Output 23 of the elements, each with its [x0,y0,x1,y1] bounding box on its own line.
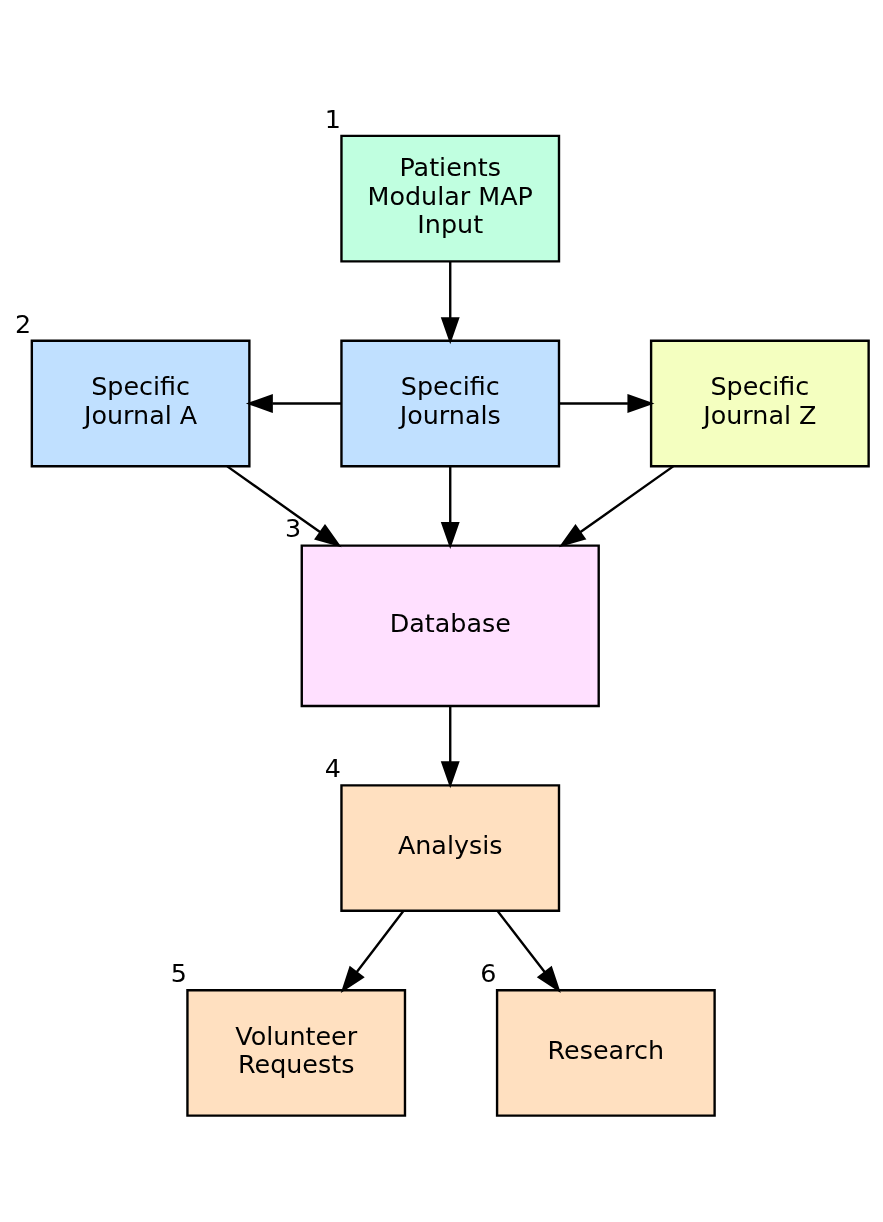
arrow [440,261,460,344]
arrow [340,910,405,993]
node-label: 1 [324,103,341,134]
node-label: 4 [324,752,341,783]
arrow [226,464,342,547]
node-label: 6 [480,957,497,988]
node-box: Analysis [340,783,561,912]
node-box: Database [300,543,600,707]
arrow [440,466,460,549]
node-box: Research [495,988,716,1117]
arrow [245,393,342,413]
node-box: Specific Journal Z [649,339,870,467]
arrow [496,910,561,993]
node-box: Specific Journal A [30,339,251,467]
node-label: 5 [170,957,187,988]
node-label: 3 [284,512,302,543]
arrow [440,706,460,788]
arrow [558,464,674,547]
node-box: Volunteer Requests [186,988,407,1117]
node-label: 2 [15,308,32,339]
node-box: Patients Modular MAP Input [340,134,561,263]
arrow [559,393,655,413]
node-box: Specific Journals [340,339,561,467]
